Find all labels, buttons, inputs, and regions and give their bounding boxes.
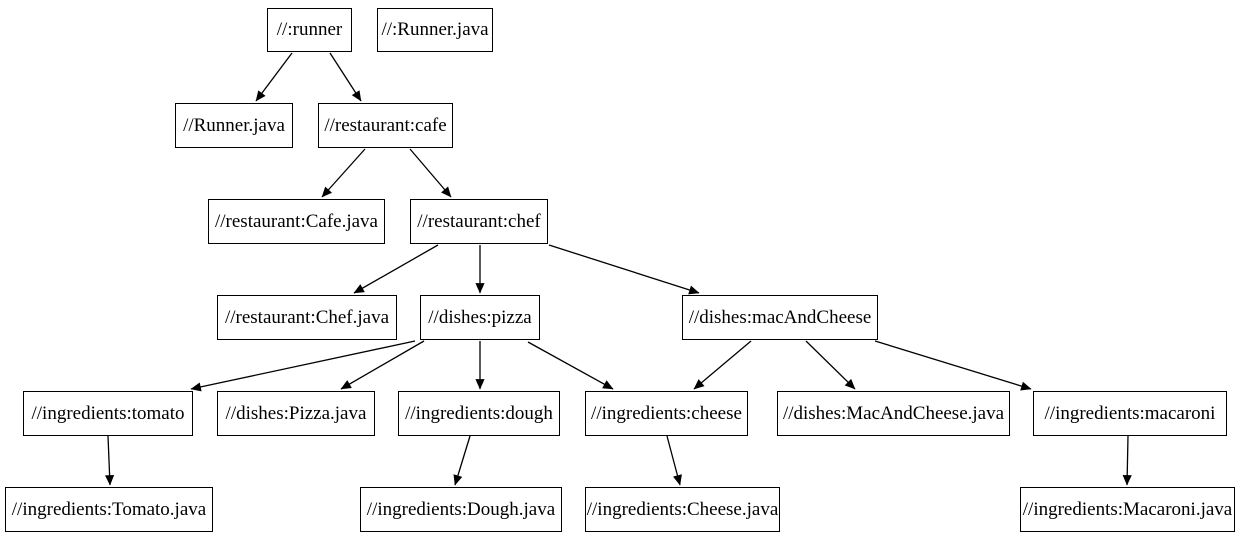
node-chef: //restaurant:chef: [410, 199, 548, 244]
edge-mac-and-cheese-to-cheese: [693, 340, 752, 390]
edge-pizza-to-pizza-java: [340, 340, 425, 390]
edge-tomato-to-tomato-java: [105, 435, 115, 486]
edge-mac-and-cheese-to-macaroni: [874, 340, 1032, 391]
edge-cheese-to-cheese-java: [666, 435, 682, 486]
edge-runner-to-runner-java: [255, 52, 293, 102]
node-macaroni-java: //ingredients:Macaroni.java: [1020, 487, 1235, 532]
node-tomato: //ingredients:tomato: [23, 391, 193, 436]
node-mac-and-cheese-java: //dishes:MacAndCheese.java: [777, 391, 1010, 436]
edge-cafe-to-cafe-java: [321, 148, 366, 198]
edge-runner-to-cafe: [329, 52, 362, 102]
edge-pizza-to-tomato: [190, 340, 416, 392]
edge-chef-to-chef-java: [353, 244, 439, 294]
node-macaroni: //ingredients:macaroni: [1033, 391, 1227, 436]
edge-dough-to-dough-java: [453, 435, 471, 486]
node-cafe-java: //restaurant:Cafe.java: [208, 199, 385, 244]
node-runner-java: //Runner.java: [175, 103, 293, 148]
edge-chef-to-mac-and-cheese: [548, 244, 700, 295]
node-mac-and-cheese: //dishes:macAndCheese: [682, 295, 878, 340]
edge-cafe-to-chef: [409, 148, 452, 198]
edge-macaroni-to-macaroni-java: [1122, 435, 1132, 486]
node-chef-java: //restaurant:Chef.java: [217, 295, 397, 340]
node-runner: //:runner: [267, 8, 352, 52]
node-dough-java: //ingredients:Dough.java: [360, 487, 562, 532]
edge-mac-and-cheese-to-mac-and-cheese-java: [805, 340, 856, 390]
node-pizza: //dishes:pizza: [420, 295, 540, 340]
node-dough: //ingredients:dough: [398, 391, 560, 436]
node-tomato-java: //ingredients:Tomato.java: [5, 487, 213, 532]
node-pizza-java: //dishes:Pizza.java: [217, 391, 375, 436]
edge-pizza-to-cheese: [527, 341, 614, 390]
node-cheese: //ingredients:cheese: [585, 391, 748, 436]
node-runner-java-source: //:Runner.java: [377, 8, 493, 52]
node-cheese-java: //ingredients:Cheese.java: [585, 487, 780, 532]
node-cafe: //restaurant:cafe: [318, 103, 453, 148]
